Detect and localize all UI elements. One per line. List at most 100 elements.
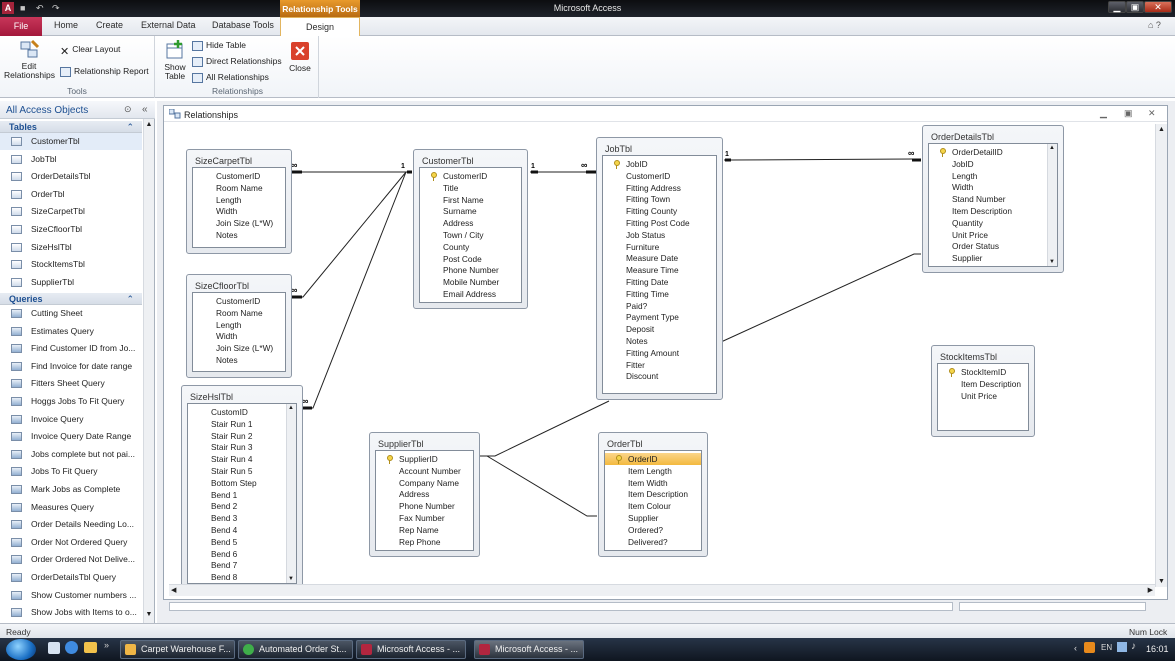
rel-job-orderdetails[interactable] — [724, 158, 921, 161]
tab-file[interactable]: File — [0, 17, 42, 36]
field-row[interactable]: Room — [929, 264, 1057, 266]
language-indicator[interactable]: EN — [1101, 643, 1113, 652]
field-row[interactable]: Fitting Address — [626, 182, 681, 193]
field-row[interactable]: Fitting Time — [626, 288, 669, 299]
tab-database-tools[interactable]: Database Tools — [212, 20, 274, 30]
tray-icon[interactable] — [1084, 642, 1095, 653]
field-row[interactable]: CustomerID — [216, 296, 261, 306]
field-row[interactable]: Bottom Step — [211, 477, 257, 488]
field-row[interactable]: SupplierID — [376, 453, 473, 465]
nav-table-item[interactable]: JobTbl — [0, 151, 142, 168]
nav-table-item[interactable]: SizeCarpetTbl — [0, 203, 142, 220]
nav-query-item[interactable]: Find Customer ID from Jo... — [0, 340, 142, 357]
nav-table-item[interactable]: SizeHslTbl — [0, 239, 142, 256]
network-icon[interactable] — [1117, 642, 1127, 652]
ie-icon[interactable] — [65, 641, 78, 654]
nav-query-item[interactable]: Mark Jobs as Complete — [0, 481, 142, 498]
field-row[interactable]: Stair Run 4 — [211, 454, 253, 465]
rel-job-orderdetails-2[interactable] — [720, 253, 921, 343]
field-list-scrollbar[interactable]: ▲▼ — [286, 404, 296, 583]
start-button[interactable] — [6, 639, 36, 660]
rel-job-supplier[interactable] — [479, 400, 610, 457]
field-row[interactable]: Length — [216, 194, 242, 205]
rel-sizehsl-customer[interactable] — [307, 171, 412, 409]
field-row[interactable]: Fitter — [626, 359, 645, 370]
field-row[interactable]: Item Description — [961, 378, 1021, 389]
all-relationships-button[interactable]: All Relationships — [192, 72, 269, 83]
nav-query-item[interactable]: Show Jobs with Items to o... — [0, 604, 142, 621]
scroll-right-icon[interactable]: ▶ — [1147, 587, 1153, 594]
edit-relationships-button[interactable]: Edit Relationships — [4, 38, 55, 80]
field-row[interactable]: Unit Price — [961, 390, 997, 401]
collapse-pane-icon[interactable]: « — [142, 104, 148, 115]
rel-sizecfloor-customer[interactable] — [297, 171, 412, 298]
field-row[interactable]: Length — [952, 170, 978, 181]
nav-query-item[interactable]: Hoggs Jobs To Fit Query — [0, 393, 142, 410]
field-row[interactable]: Company Name — [399, 477, 459, 488]
field-row[interactable]: Rep Name — [399, 524, 439, 535]
nav-query-item[interactable]: Find Invoice for date range — [0, 358, 142, 375]
chevron-left-icon[interactable]: ‹ — [1074, 643, 1077, 653]
field-row[interactable]: Surname — [443, 206, 477, 217]
relationships-canvas[interactable]: ∞ 1 ∞ ∞ 1 ∞ 1 ∞ SizeCarpetTbl CustomerID… — [169, 124, 1153, 590]
chevron-icon[interactable]: » — [104, 640, 110, 650]
close-relationships-button[interactable]: Close — [287, 41, 313, 73]
field-row[interactable]: Width — [216, 206, 238, 217]
field-row[interactable]: Bend 7 — [211, 560, 238, 571]
field-row[interactable]: CustomerID — [420, 170, 521, 182]
nav-query-item[interactable]: Order Details Needing Lo... — [0, 516, 142, 533]
field-row[interactable]: Town / City — [443, 230, 484, 240]
folder-icon[interactable] — [84, 642, 97, 653]
field-row[interactable]: JobID — [603, 158, 716, 170]
field-row[interactable]: Title — [443, 182, 459, 193]
relationship-report-button[interactable]: Relationship Report — [60, 66, 149, 77]
scroll-up-icon[interactable]: ▲ — [145, 121, 153, 128]
field-row[interactable]: First Name — [443, 194, 484, 205]
field-row[interactable]: Mobile Number — [443, 277, 500, 288]
field-row[interactable]: Fax Number — [399, 513, 445, 523]
field-row[interactable]: Item Description — [628, 489, 688, 500]
nav-query-item[interactable]: Jobs complete but not pai... — [0, 446, 142, 463]
collapse-icon[interactable]: ⌃ — [126, 122, 134, 132]
scroll-up-icon[interactable]: ▲ — [288, 405, 294, 411]
tab-external-data[interactable]: External Data — [141, 20, 196, 30]
field-row[interactable]: Stair Run 1 — [211, 418, 253, 429]
field-row[interactable]: Bend 6 — [211, 548, 238, 559]
field-row[interactable]: Post Code — [443, 253, 482, 264]
field-row[interactable]: Stair Run 2 — [211, 430, 253, 441]
field-row[interactable]: Account Number — [399, 465, 461, 476]
field-row[interactable]: Join Size (L*W) — [216, 343, 274, 354]
close-doc-icon[interactable]: ✕ — [1148, 108, 1156, 118]
field-row[interactable]: Rep Phone — [399, 536, 441, 547]
nav-query-item[interactable]: Invoice Query — [0, 411, 142, 428]
field-row[interactable]: Width — [952, 182, 974, 193]
field-row[interactable]: Item Description — [952, 206, 1012, 216]
minimize-doc-icon[interactable]: ▁ — [1100, 108, 1107, 118]
scroll-up-icon[interactable]: ▲ — [1049, 145, 1055, 151]
queries-section-header[interactable]: Queries⌃ — [0, 293, 142, 305]
nav-query-item[interactable]: Invoice Query Date Range — [0, 428, 142, 445]
field-row[interactable]: Stair Run 3 — [211, 442, 253, 453]
nav-query-item[interactable]: Jobs To Fit Query — [0, 463, 142, 480]
field-row[interactable]: Notes — [216, 355, 238, 365]
nav-query-item[interactable]: Show Customer numbers ... — [0, 587, 142, 604]
nav-query-item[interactable]: Estimates Query — [0, 323, 142, 340]
field-row[interactable]: Fitting Post Code — [626, 218, 690, 228]
undo-icon[interactable]: ↶ — [36, 3, 44, 13]
scroll-down-icon[interactable]: ▼ — [1049, 259, 1055, 265]
field-row[interactable]: Fitting County — [626, 206, 678, 217]
taskbar-item-access-1[interactable]: Microsoft Access - ... — [356, 640, 466, 659]
field-row[interactable]: Order Status — [952, 241, 1000, 252]
nav-query-item[interactable]: OrderDetailsTbl Query — [0, 569, 142, 586]
field-row[interactable]: Stair Run 5 — [211, 466, 253, 476]
field-row[interactable]: Bend 1 — [211, 489, 238, 500]
clear-layout-button[interactable]: ✕Clear Layout — [60, 44, 120, 58]
field-row[interactable]: Address — [399, 489, 430, 500]
help-icon[interactable]: ⌂ ? — [1148, 20, 1161, 30]
field-row[interactable]: Fitting Town — [626, 194, 671, 205]
